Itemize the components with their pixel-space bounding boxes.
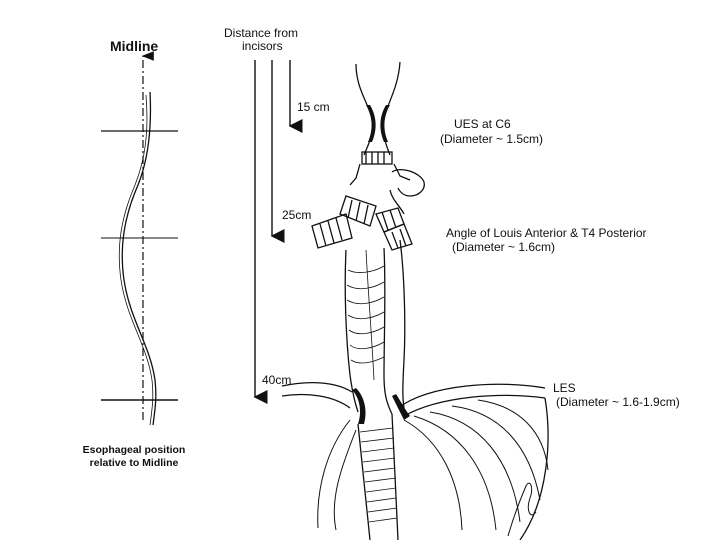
right-bronchus [375, 207, 413, 251]
les-left-muscle [352, 388, 366, 424]
distance-panel: Distance from incisors 15 cm 25cm 40cm [224, 26, 330, 404]
midline-panel: Midline Esophageal position relative to … [83, 38, 186, 469]
distance-mark-40: 40cm [262, 373, 291, 387]
esophageal-folds [346, 265, 385, 364]
ues-title: UES at C6 [454, 117, 511, 131]
diaphragm-left-upper [281, 382, 353, 393]
ues-left-muscle [366, 105, 376, 142]
ues-diameter: (Diameter ~ 1.5cm) [440, 132, 543, 146]
esophageal-position-curve-inner [118, 94, 154, 426]
upper-esophagus-left [349, 163, 361, 186]
upper-esophagus-right [393, 163, 411, 181]
midline-caption-line2: relative to Midline [90, 457, 179, 469]
distance-mark-15: 15 cm [297, 100, 330, 114]
midline-caption-line1: Esophageal position [83, 444, 186, 456]
diaphragm-right-lower [403, 394, 546, 417]
les-right-muscle [392, 394, 410, 420]
esophagus-illustration [281, 61, 549, 540]
aortic-arch [391, 168, 425, 197]
esophagus-right-wall [383, 247, 393, 415]
diaphragm-left-lower [281, 393, 351, 409]
esophageal-position-curve [121, 91, 157, 426]
midline-title: Midline [110, 38, 158, 54]
artist-signature [507, 482, 537, 537]
les-diameter: (Diameter ~ 1.6-1.9cm) [556, 395, 680, 409]
louis-title: Angle of Louis Anterior & T4 Posterior [446, 226, 647, 240]
cricoid-ring [361, 151, 393, 165]
distance-header-line2: incisors [242, 39, 283, 53]
distance-mark-25: 25cm [282, 208, 311, 222]
descending-aorta [399, 239, 406, 409]
ues-right-muscle [380, 105, 390, 142]
esophagus-left-wall [344, 249, 359, 413]
louis-diameter: (Diameter ~ 1.6cm) [452, 240, 555, 254]
stomach-outer-contour [519, 397, 549, 540]
annotations: UES at C6 (Diameter ~ 1.5cm) Angle of Lo… [440, 117, 680, 409]
distance-header-line1: Distance from [224, 26, 298, 40]
left-bronchus [311, 195, 377, 249]
diaphragm-right-upper [397, 383, 546, 409]
stomach-fundus-lines [317, 399, 549, 531]
les-title: LES [553, 381, 576, 395]
distal-esophagus [357, 413, 399, 540]
